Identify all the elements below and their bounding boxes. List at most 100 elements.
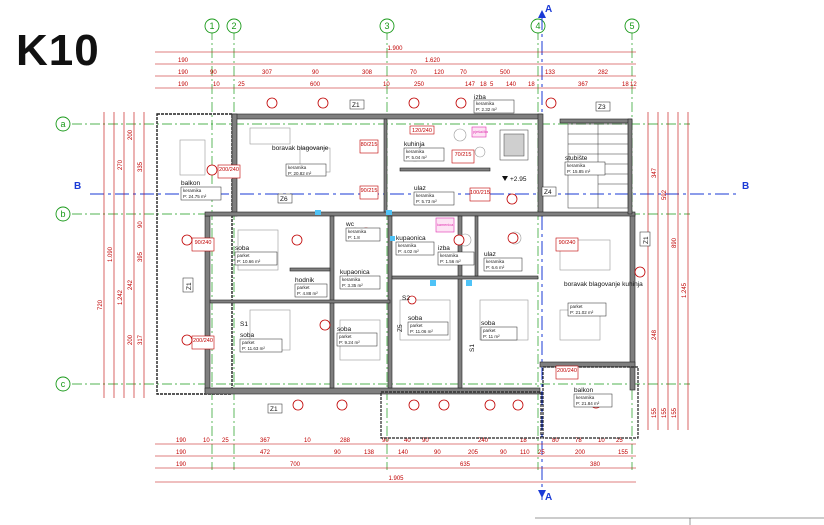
zone-label-s2: S2 (402, 295, 410, 302)
opening-tags: 80/215 90/215 70/215 100/215 120/240 200… (191, 125, 579, 380)
room-name-5: ulaz (414, 185, 426, 192)
room-area-6: P: 1.8 (348, 235, 360, 240)
dim-top-total: 1.900 (387, 46, 403, 52)
room-floor-12: keramika (342, 277, 361, 282)
dim-bot-r1-8: 90 (422, 438, 429, 444)
grid-column-markers: 1 2 3 4 5 (204, 18, 640, 34)
room-name-12: kupaonica (340, 269, 370, 276)
dim-bot-r2-3: 138 (364, 450, 375, 456)
dim-left-6: 242 (128, 279, 134, 290)
room-area-17: P: 21.02 m² (570, 310, 594, 315)
dim-bot-r1-0: 190 (176, 438, 187, 444)
dim-left-7: 200 (128, 334, 134, 345)
zone-label-z1-top: Z1 (352, 102, 360, 109)
dimensions-right: 347 592 890 1.245 248 155 155 155 (647, 112, 689, 430)
room-floor-7: keramika (398, 243, 417, 248)
room-area-7: P: 4.02 m² (398, 249, 419, 254)
room-area-10: P: 10.66 m² (237, 259, 261, 264)
dim-bot-r3-0: 190 (176, 462, 187, 468)
dim-top-r3-8: 500 (500, 70, 511, 76)
dim-top-r3-2: 307 (262, 70, 273, 76)
dimensions-bottom: 190 10 25 367 10 288 90 40 90 240 18 80 … (155, 438, 636, 483)
dim-top-r4-8: 5 (490, 82, 494, 88)
dim-right-0: 347 (652, 167, 658, 178)
room-floor-13: parket (242, 340, 255, 345)
dim-top-r4-3: 600 (310, 82, 321, 88)
dim-bot-r1-2: 25 (222, 438, 229, 444)
grid-col-5: 5 (629, 21, 634, 31)
opening-tag-2: 70/215 (455, 152, 472, 158)
room-floor-15: parket (410, 323, 423, 328)
grid-row-b: b (60, 209, 65, 219)
room-floor-16: parket (483, 328, 496, 333)
room-area-15: P: 11.06 m² (410, 329, 433, 334)
room-name-15: soba (408, 315, 422, 322)
dim-top-r3-5: 70 (410, 70, 417, 76)
dim-bot-r2-4: 140 (398, 450, 409, 456)
dim-bot-r1-7: 40 (404, 438, 411, 444)
zone-label-s1-b: S1 (469, 344, 476, 352)
room-area-18: P: 21.84 m² (576, 401, 600, 406)
section-b-left: B (74, 181, 81, 192)
opening-tag-4: 120/240 (412, 128, 432, 134)
dim-top-r4-13: 12 (630, 82, 637, 88)
zone-label-s1: S1 (240, 321, 248, 328)
grid-col-4: 4 (535, 21, 540, 31)
dim-bot-r2-8: 110 (520, 450, 530, 456)
grid-col-3: 3 (384, 21, 389, 31)
room-floor-8: keramika (440, 253, 459, 258)
grid-row-c: c (61, 379, 66, 389)
dim-left-4: 335 (138, 161, 144, 172)
dim-bot-r2-6: 205 (468, 450, 479, 456)
dimensions-left: 720 1.090 270 200 335 1.242 242 200 317 … (98, 112, 145, 398)
room-name-16: soba (481, 320, 495, 327)
dim-top-r3-6: 120 (434, 70, 445, 76)
dim-top-r3-1: 90 (210, 70, 217, 76)
dim-bot-r2-11: 155 (618, 450, 629, 456)
dim-left-9: 395 (138, 251, 144, 262)
dim-top-r4-10: 18 (528, 82, 535, 88)
dim-bot-r2-0: 190 (176, 450, 187, 456)
dim-top-r3-10: 282 (598, 70, 609, 76)
opening-tag-6: 90/240 (195, 240, 212, 246)
grid-row-markers: a b c (55, 116, 71, 392)
opening-tag-9: 200/240 (557, 368, 577, 374)
room-area-12: P: 3.35 m² (342, 283, 363, 288)
dim-bot-r1-13: 10 (598, 438, 605, 444)
room-area-8: P: 1.56 m² (440, 259, 461, 264)
pink-label-0: pješačka (473, 130, 489, 134)
dim-bot-r3-3: 380 (590, 462, 601, 468)
dim-bot-r1-10: 18 (520, 438, 527, 444)
dim-left-0: 720 (98, 299, 104, 310)
plan-title: K10 (16, 26, 100, 75)
dim-top-r4-2: 25 (238, 82, 245, 88)
room-area-13: P: 11.63 m² (242, 346, 265, 351)
dim-top-r2-1: 1.620 (425, 58, 441, 64)
room-area-2: P: 2.32 m² (476, 107, 497, 112)
dim-top-r4-0: 190 (178, 82, 189, 88)
dim-bot-r1-4: 10 (304, 438, 311, 444)
elevation-marker: +2.95 (502, 176, 527, 183)
dim-right-7: 155 (672, 407, 678, 418)
room-floor-0: keramika (288, 165, 307, 170)
dim-bot-r1-12: 78 (575, 438, 582, 444)
room-name-1: kuhinja (404, 141, 425, 148)
dim-top-r4-11: 367 (578, 82, 589, 88)
opening-tag-1: 90/215 (361, 188, 378, 194)
dim-bot-r1-9: 240 (478, 438, 489, 444)
section-a-bottom: A (545, 492, 552, 503)
dim-bot-r1-11: 80 (552, 438, 559, 444)
svg-text:boravak blagovanje: boravak blagovanje (272, 145, 329, 152)
fixtures (315, 210, 472, 286)
dim-right-2: 890 (672, 237, 678, 248)
dim-right-1: 592 (662, 189, 668, 200)
dim-right-4: 248 (652, 329, 658, 340)
dim-bot-r3-2: 635 (460, 462, 471, 468)
dim-left-1: 1.090 (108, 246, 114, 262)
room-area-14: P: 9.24 m² (339, 340, 360, 345)
room-name-18: balkon (574, 387, 594, 394)
dim-top-r4-6: 147 (465, 82, 476, 88)
dim-bot-r2-10: 200 (575, 450, 586, 456)
section-a-top: A (545, 4, 552, 15)
